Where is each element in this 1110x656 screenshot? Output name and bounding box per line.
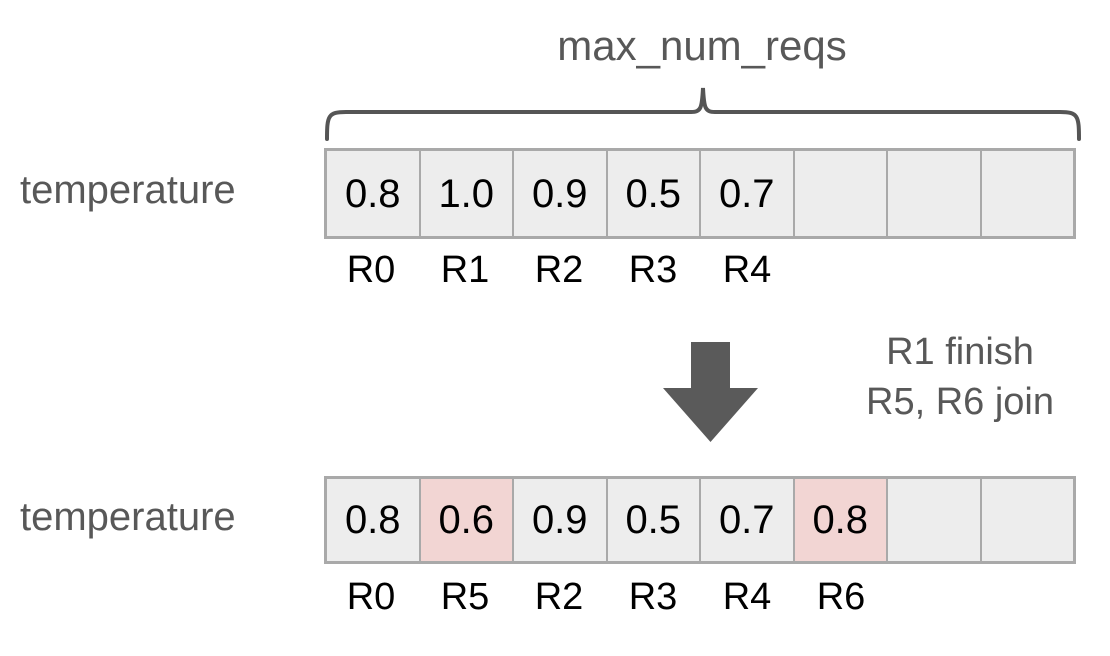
request-index-label: R4 — [722, 249, 772, 291]
row-label-temperature-before: temperature — [20, 168, 236, 212]
request-index-label — [982, 577, 1076, 619]
table-cell — [794, 151, 888, 236]
table-cell: 0.7 — [701, 151, 795, 236]
table-cell: 0.5 — [607, 151, 701, 236]
request-index-label: R0 — [346, 576, 396, 618]
table-cell — [888, 151, 982, 236]
temperature-row-before: 0.8 1.0 0.9 0.5 0.7 — [324, 148, 1076, 239]
request-index-label: R1 — [440, 249, 490, 291]
table-cell-highlighted: 0.8 — [794, 479, 888, 561]
request-index-label — [888, 250, 982, 292]
request-index-label: R4 — [722, 576, 772, 618]
request-index-label: R6 — [816, 576, 866, 618]
request-index-label: R2 — [534, 576, 584, 618]
max-num-reqs-brace-icon — [325, 87, 1081, 141]
table-cell — [888, 479, 982, 561]
request-index-label — [794, 250, 888, 292]
request-index-row-before: R0 R1 R2 R3 R4 — [324, 249, 1076, 292]
annotation-line-2: R5, R6 join — [866, 381, 1054, 424]
request-index-row-after: R0 R5 R2 R3 R4 R6 — [324, 576, 1076, 619]
table-cell: 0.7 — [701, 479, 795, 561]
request-index-label: R0 — [346, 249, 396, 291]
table-cell — [981, 479, 1073, 561]
table-cell — [981, 151, 1073, 236]
table-cell: 0.5 — [607, 479, 701, 561]
request-index-label — [888, 577, 982, 619]
request-index-label: R3 — [628, 576, 678, 618]
temperature-row-after: 0.8 0.6 0.9 0.5 0.7 0.8 — [324, 476, 1076, 564]
table-cell: 0.8 — [327, 151, 421, 236]
table-cell-highlighted: 0.6 — [420, 479, 514, 561]
request-index-label — [982, 250, 1076, 292]
table-cell: 0.9 — [514, 151, 608, 236]
transition-annotation: R1 finish R5, R6 join — [790, 327, 1110, 427]
brace-label: max_num_reqs — [557, 22, 847, 69]
request-index-label: R2 — [534, 249, 584, 291]
request-index-label: R5 — [440, 576, 490, 618]
table-cell: 0.9 — [514, 479, 608, 561]
row-label-temperature-after: temperature — [20, 495, 236, 539]
annotation-line-1: R1 finish — [886, 331, 1034, 373]
down-arrow-icon — [663, 342, 758, 442]
table-cell: 0.8 — [327, 479, 421, 561]
request-index-label: R3 — [628, 249, 678, 291]
table-cell: 1.0 — [420, 151, 514, 236]
